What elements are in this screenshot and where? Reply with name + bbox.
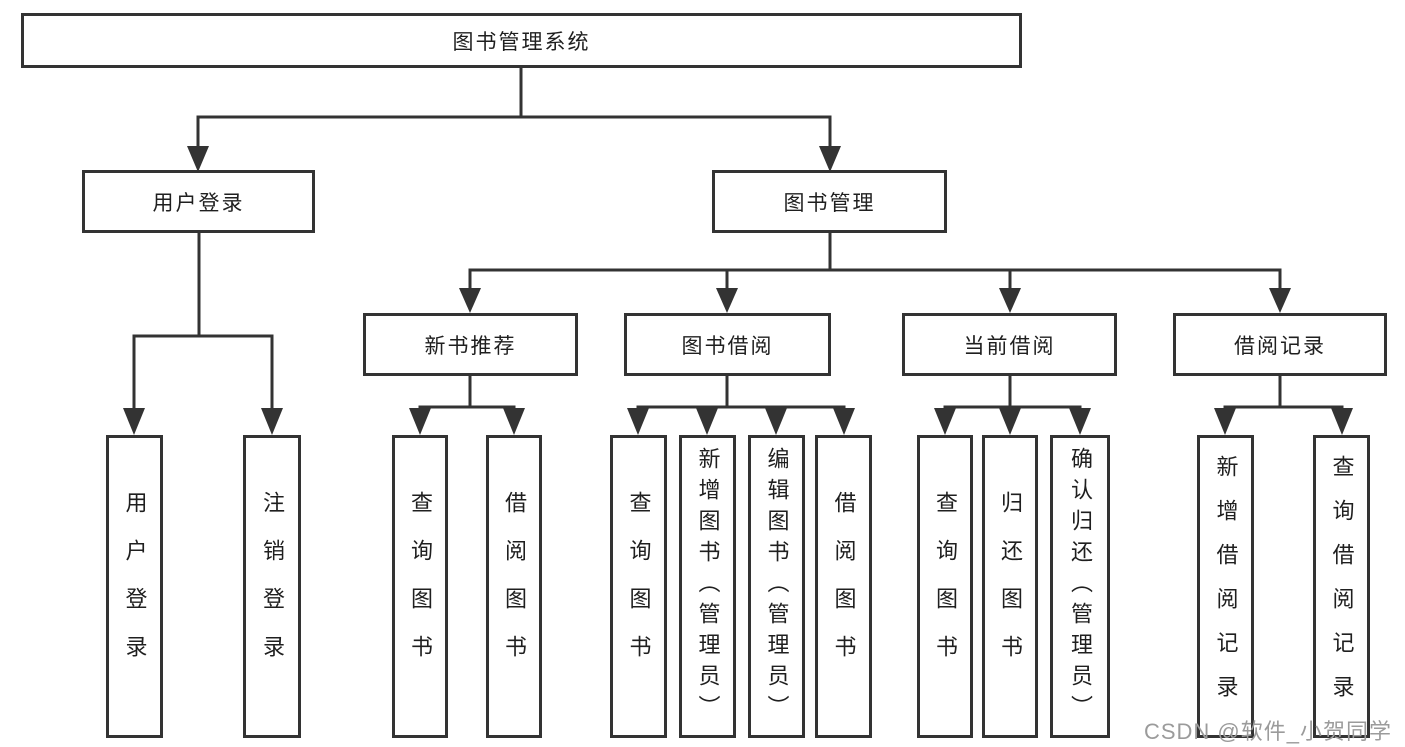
leaf-user-login: 用户登录 <box>106 435 163 738</box>
leaf-borrow-borrow-books: 借阅图书 <box>815 435 872 738</box>
leaf-newbook-query-books: 查询图书 <box>392 435 448 738</box>
node-new-book-recommend: 新书推荐 <box>363 313 578 376</box>
leaf-logout: 注销登录 <box>243 435 301 738</box>
csdn-watermark: CSDN @软件_小贺同学 <box>1143 719 1392 744</box>
arrowhead <box>459 288 481 313</box>
node-book-borrow: 图书借阅 <box>624 313 831 376</box>
node-user-login: 用户登录 <box>82 170 315 233</box>
arrowhead <box>1269 288 1291 313</box>
arrowhead <box>1069 408 1091 435</box>
node-book-management: 图书管理 <box>712 170 947 233</box>
arrowhead <box>716 288 738 313</box>
arrowhead <box>934 408 956 435</box>
arrowhead <box>123 408 145 435</box>
leaf-current-query-books: 查询图书 <box>917 435 973 738</box>
leaf-records-add-record: 新增借阅记录 <box>1197 435 1254 738</box>
node-root-system: 图书管理系统 <box>21 13 1022 68</box>
leaf-borrow-query-books: 查询图书 <box>610 435 667 738</box>
arrowhead <box>1214 408 1236 435</box>
arrowhead <box>999 408 1021 435</box>
arrowhead <box>627 408 649 435</box>
arrowhead <box>503 408 525 435</box>
leaf-current-confirm-return-admin: 确认归还（管理员） <box>1050 435 1110 738</box>
leaf-records-query-record: 查询借阅记录 <box>1313 435 1370 738</box>
leaf-borrow-edit-books-admin: 编辑图书（管理员） <box>748 435 805 738</box>
leaf-current-return-books: 归还图书 <box>982 435 1038 738</box>
node-current-borrow: 当前借阅 <box>902 313 1117 376</box>
arrowhead <box>833 408 855 435</box>
arrowhead <box>819 146 841 172</box>
arrowhead <box>261 408 283 435</box>
arrowhead <box>1331 408 1353 435</box>
leaf-borrow-add-books-admin: 新增图书（管理员） <box>679 435 736 738</box>
node-borrow-records: 借阅记录 <box>1173 313 1387 376</box>
leaf-newbook-borrow-books: 借阅图书 <box>486 435 542 738</box>
arrowhead <box>187 146 209 172</box>
arrowhead <box>999 288 1021 313</box>
arrowhead <box>765 408 787 435</box>
arrowhead <box>696 408 718 435</box>
arrowhead <box>409 408 431 435</box>
